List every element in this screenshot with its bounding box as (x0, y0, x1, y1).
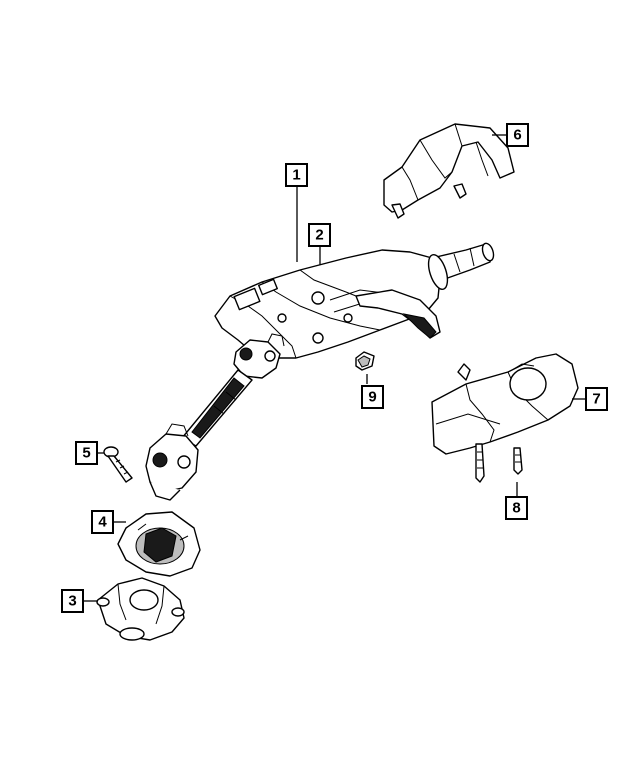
svg-text:8: 8 (512, 500, 520, 517)
callout-9: 9 (361, 385, 384, 409)
callout-8: 8 (505, 496, 528, 520)
dash-boot-part (117, 511, 201, 577)
svg-text:2: 2 (315, 227, 323, 244)
svg-text:7: 7 (592, 391, 600, 408)
upper-shroud-part (383, 123, 515, 219)
svg-text:3: 3 (68, 593, 76, 610)
svg-text:4: 4 (98, 514, 107, 531)
bearing-base-part (96, 577, 185, 641)
callout-1: 1 (285, 163, 308, 187)
svg-text:5: 5 (82, 445, 90, 462)
bolt-part (103, 446, 133, 483)
lower-shroud-part (431, 353, 579, 455)
callout-4: 4 (91, 510, 114, 534)
callout-7: 7 (585, 387, 608, 411)
callout-3: 3 (61, 589, 84, 613)
callout-6: 6 (506, 123, 529, 147)
svg-text:9: 9 (368, 389, 376, 406)
svg-text:6: 6 (513, 127, 521, 144)
callout-5: 5 (75, 441, 98, 465)
callout-2: 2 (308, 223, 331, 247)
callout-leaders (83, 134, 586, 602)
clip-part (355, 351, 375, 371)
steering-column-assembly-part (214, 242, 495, 379)
screws-part (475, 443, 523, 483)
svg-text:1: 1 (292, 167, 300, 184)
intermediate-shaft-part (145, 369, 253, 501)
